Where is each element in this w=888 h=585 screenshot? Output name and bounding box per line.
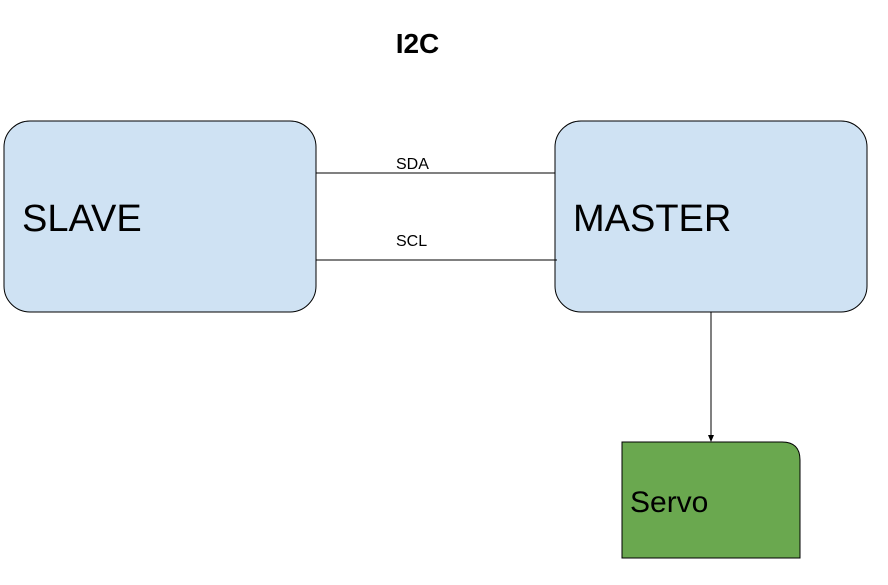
master-label: MASTER (573, 198, 731, 240)
servo-label: Servo (630, 486, 708, 519)
diagram-title: I2C (395, 28, 440, 59)
master-node[interactable]: MASTER (554, 120, 868, 313)
scl-connection: SCL (316, 233, 557, 261)
servo-box (621, 441, 801, 559)
servo-node[interactable]: Servo (621, 441, 801, 559)
slave-label: SLAVE (22, 198, 142, 240)
slave-node[interactable]: SLAVE (3, 120, 317, 313)
scl-label: SCL (396, 233, 427, 250)
slave-box (3, 120, 317, 313)
sda-connection: SDA (316, 156, 555, 174)
sda-label: SDA (396, 156, 429, 173)
